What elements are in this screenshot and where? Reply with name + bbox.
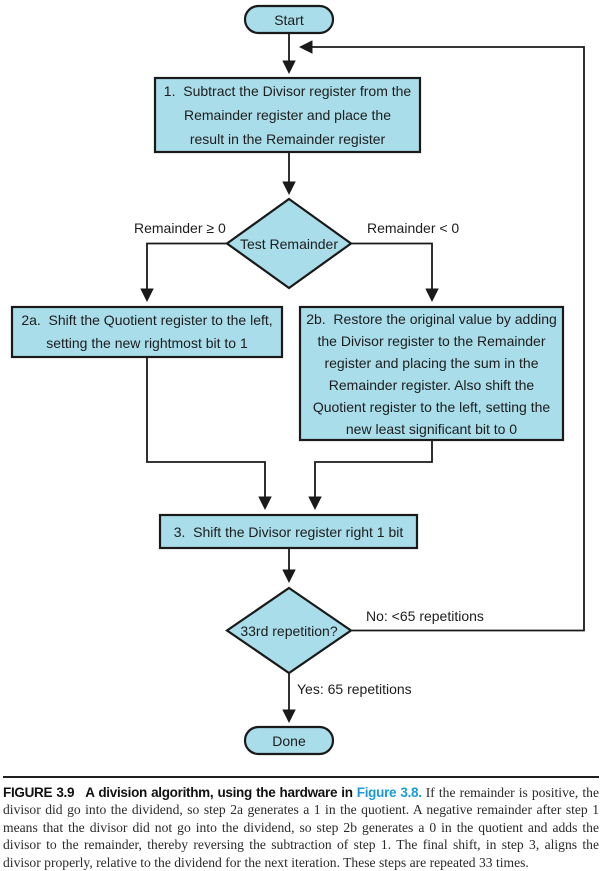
- step2b-line: register and placing the sum in the: [324, 354, 539, 371]
- step3-box-shape: [158, 513, 419, 550]
- start-label: Start: [274, 11, 304, 28]
- branch-label-yes: Yes: 65 repetitions: [297, 681, 412, 697]
- decision2-label: 33rd repetition?: [240, 622, 338, 639]
- step2b-text: 2b. Restore the original value by adding…: [300, 307, 563, 440]
- decision2-diamond-shape: [225, 586, 353, 675]
- step2a-box-shape: [10, 305, 284, 359]
- done-terminal-shape: [243, 725, 335, 756]
- connector-step2b-to-step3: [308, 440, 433, 511]
- step2b-line: Remainder register. Also shift the: [328, 376, 535, 393]
- branch-label-remainder-ge-0: Remainder ≥ 0: [134, 220, 226, 236]
- caption-figure-reference-link[interactable]: Figure 3.8.: [356, 785, 422, 800]
- caption-title: A division algorithm, using the hardware…: [85, 785, 353, 800]
- step2a-line: 2a. Shift the Quotient register to the l…: [21, 312, 273, 328]
- connector-decision1-to-step2b: [351, 242, 439, 303]
- step2a-line: setting the new rightmost bit to 1: [46, 335, 248, 351]
- decision1-diamond-shape: [225, 197, 353, 290]
- done-label: Done: [272, 732, 306, 749]
- step1-text: 1. Subtract the Divisor register from th…: [155, 78, 420, 152]
- step2b-line: new least significant bit to 0: [345, 420, 518, 437]
- step1-line: 1. Subtract the Divisor register from th…: [163, 83, 412, 99]
- step2b-box-shape: [298, 305, 565, 442]
- step3-text: 3. Shift the Divisor register right 1 bi…: [160, 515, 417, 548]
- step1-line: Remainder register and place the: [183, 107, 391, 123]
- division-algorithm-flowchart: Start 1. Subtract the Divisor register f…: [10, 4, 585, 756]
- figure-caption: FIGURE 3.9 A division algorithm, using t…: [3, 776, 599, 871]
- branch-label-no: No: <65 repetitions: [366, 608, 484, 624]
- connector-step2a-to-step3: [146, 357, 272, 511]
- start-terminal-shape: [243, 4, 335, 35]
- connector-no-loop-back: [298, 40, 585, 632]
- branch-label-remainder-lt-0: Remainder < 0: [367, 220, 460, 236]
- connector-decision1-to-step2a: [140, 242, 227, 303]
- decision1-label: Test Remainder: [239, 235, 339, 252]
- step1-box-shape: [153, 76, 422, 154]
- step1-line: result in the Remainder register: [189, 131, 386, 147]
- flowchart-shapes-and-connectors: [10, 4, 585, 756]
- step3-line: 3. Shift the Divisor register right 1 bi…: [173, 523, 404, 540]
- step2b-line: Quotient register to the left, setting t…: [312, 398, 551, 415]
- figure-number-label: FIGURE 3.9: [3, 785, 75, 800]
- step2a-text: 2a. Shift the Quotient register to the l…: [12, 307, 282, 357]
- step2b-line: 2b. Restore the original value by adding: [306, 310, 557, 327]
- step2b-line: the Divisor register to the Remainder: [317, 332, 546, 349]
- caption-body-text: If the remainder is positive, the diviso…: [3, 785, 599, 870]
